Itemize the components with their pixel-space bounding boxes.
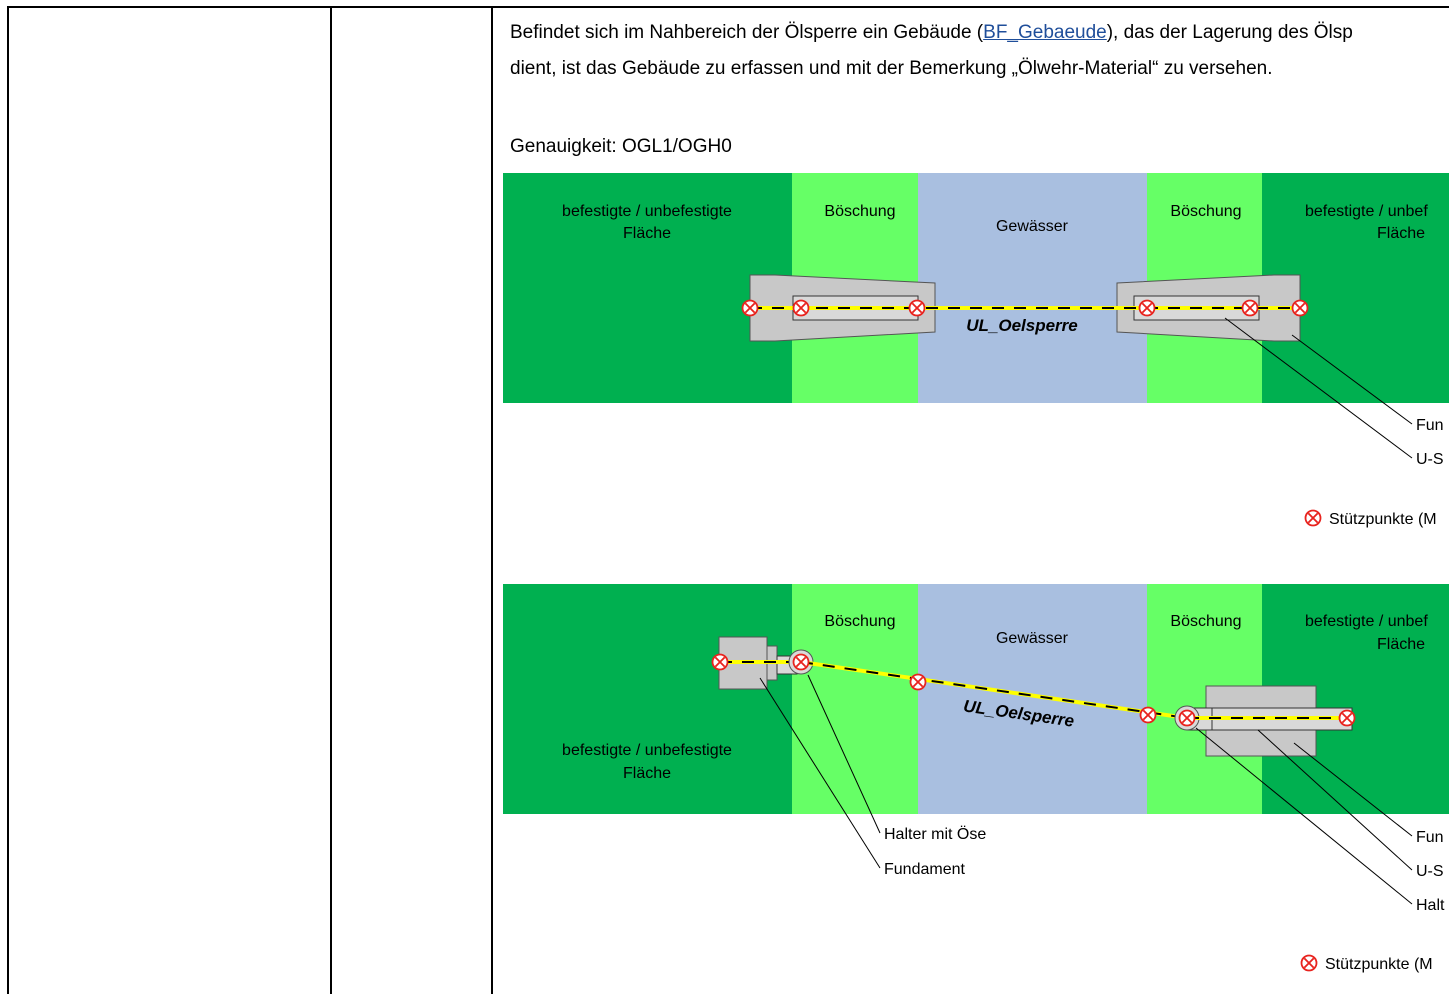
- label-surface-right-1: befestigte / unbef: [1305, 203, 1428, 220]
- barrier-line-yellow: [800, 660, 1188, 720]
- legend-vertices: Stützpunkte (M: [1329, 511, 1437, 528]
- accuracy-label: Genauigkeit: OGL1/OGH0: [510, 136, 732, 157]
- callout-holder-eyelet: Halter mit Öse: [884, 825, 986, 843]
- zone-slope-left: [792, 584, 918, 814]
- vertex-point: [1138, 299, 1156, 317]
- label-surface-left-2: Fläche: [623, 765, 671, 782]
- callout-line: [1195, 727, 1413, 905]
- label-surface-right-2: Fläche: [1377, 225, 1425, 242]
- label-surface-right-1: befestigte / unbef: [1305, 613, 1428, 630]
- table-col-border-1: [7, 6, 9, 994]
- table-top-border: [7, 6, 1449, 8]
- label-surface-left-1: befestigte / unbefestigte: [562, 203, 732, 220]
- callout-line: [1293, 742, 1413, 837]
- callout-line: [1224, 317, 1413, 459]
- callout-line: [759, 677, 881, 869]
- table-col-border-2: [330, 6, 332, 994]
- paragraph-line-2: dient, ist das Gebäude zu erfassen und m…: [510, 58, 1273, 79]
- zone-surface-left: [503, 173, 792, 403]
- callout-line: [1291, 334, 1413, 425]
- label-surface-left-2: Fläche: [623, 225, 671, 242]
- line-label-oelsperre: UL_Oelsperre: [966, 316, 1078, 335]
- zone-surface-left: [503, 584, 792, 814]
- callout-holder-right: Halt: [1416, 897, 1445, 914]
- label-slope-left: Böschung: [824, 613, 895, 630]
- vertex-point: [1338, 709, 1356, 727]
- callout-line: [807, 674, 881, 834]
- label-water: Gewässer: [996, 218, 1069, 235]
- zone-water: [918, 173, 1147, 403]
- vertex-point: [741, 299, 759, 317]
- legend-point-icon: [1300, 954, 1318, 972]
- callout-foundation-left: Fundament: [884, 861, 965, 878]
- label-slope-right: Böschung: [1170, 203, 1241, 220]
- line1-text-end: ), das der Lagerung des Ölsp: [1106, 22, 1353, 43]
- vertex-point: [1291, 299, 1309, 317]
- vertex-point: [792, 299, 810, 317]
- callout-line: [1257, 729, 1413, 871]
- callout-foundation: Fun: [1416, 417, 1444, 434]
- vertex-point: [908, 299, 926, 317]
- label-slope-right: Böschung: [1170, 613, 1241, 630]
- zone-water: [918, 584, 1147, 814]
- link-bf-gebaeude[interactable]: BF_Gebaeude: [983, 22, 1107, 43]
- legend-vertices: Stützpunkte (M: [1325, 956, 1433, 973]
- legend-point-icon: [1304, 509, 1322, 527]
- vertex-point: [792, 653, 810, 671]
- label-surface-right-2: Fläche: [1377, 636, 1425, 653]
- figure-2: Böschung Gewässer Böschung befestigte / …: [503, 584, 1449, 973]
- line1-text: Befindet sich im Nahbereich der Ölsperre…: [510, 22, 984, 43]
- vertex-point: [1241, 299, 1259, 317]
- vertex-point: [1139, 706, 1157, 724]
- table-col-border-3: [491, 6, 493, 994]
- label-surface-left-1: befestigte / unbefestigte: [562, 742, 732, 759]
- figure-1: befestigte / unbefestigte Fläche Böschun…: [503, 173, 1449, 528]
- callout-foundation-right: Fun: [1416, 829, 1444, 846]
- vertex-point: [1178, 709, 1196, 727]
- callout-u-profile-right: U-S: [1416, 863, 1444, 880]
- paragraph-line-1: Befindet sich im Nahbereich der Ölsperre…: [510, 22, 1353, 44]
- label-slope-left: Böschung: [824, 203, 895, 220]
- callout-u-profile: U-S: [1416, 451, 1444, 468]
- vertex-point: [711, 653, 729, 671]
- vertex-point: [909, 673, 927, 691]
- label-water: Gewässer: [996, 630, 1069, 647]
